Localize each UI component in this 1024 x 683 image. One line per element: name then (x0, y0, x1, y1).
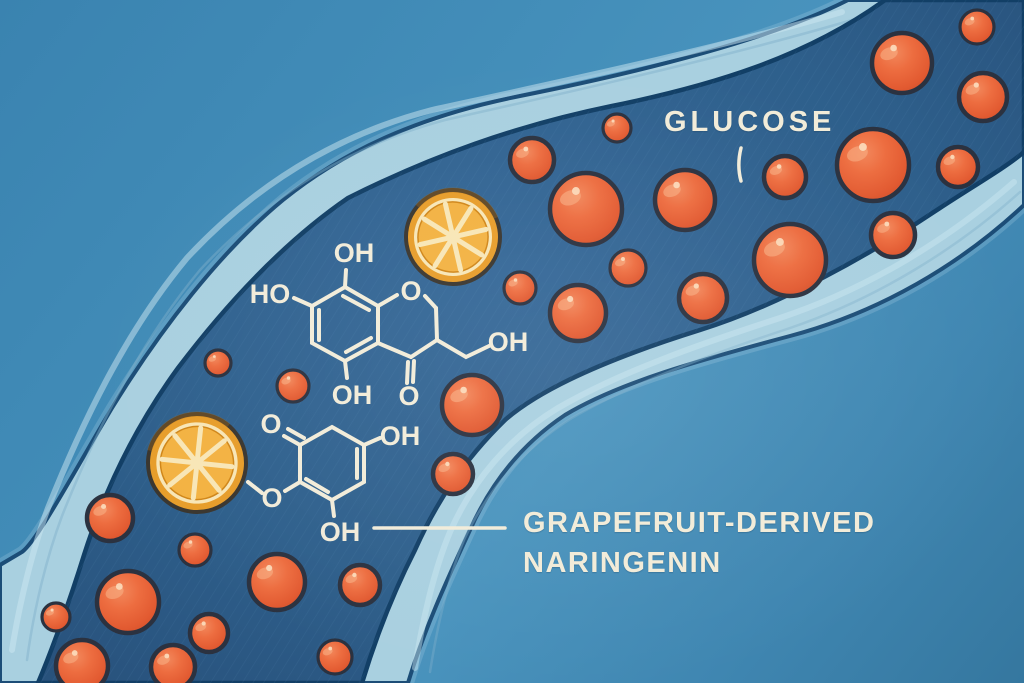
glucose-sphere (203, 348, 233, 378)
glucose-sphere (275, 368, 311, 404)
glucose-sphere (601, 112, 633, 144)
glucose-sphere (868, 210, 918, 260)
atom-label-oh-top: OH (334, 238, 375, 268)
glucose-sphere (53, 637, 111, 683)
wall-streaks (9, 9, 1022, 674)
glucose-sphere (652, 167, 718, 233)
glucose-sphere (834, 126, 912, 204)
glucose-sphere (246, 551, 308, 613)
glucose-sphere (337, 562, 383, 608)
glucose-sphere (869, 30, 935, 96)
naringenin-label-line2: NARINGENIN (523, 547, 722, 579)
glucose-sphere (177, 532, 213, 568)
glucose-sphere (316, 638, 354, 676)
glucose-sphere (935, 144, 981, 190)
naringenin-label: GRAPEFRUIT-DERIVED NARINGENIN (523, 503, 875, 583)
atom-label-ho-left: HO (250, 279, 291, 309)
glucose-sphere (148, 642, 198, 683)
glucose-sphere (84, 492, 136, 544)
atom-label-o-ring: O (400, 276, 421, 306)
glucose-leader-line (737, 146, 743, 183)
glucose-sphere (761, 153, 809, 201)
dienone-structure: O OH O OH (246, 409, 421, 547)
glucose-sphere (958, 8, 996, 46)
citrus-slices (145, 187, 503, 515)
glucose-sphere (608, 248, 648, 288)
glucose-sphere (547, 170, 625, 248)
atom-label-oh-right2: OH (380, 421, 421, 451)
glucose-sphere (502, 270, 538, 306)
glucose-sphere (507, 135, 557, 185)
atom-label-o-ketone2: O (260, 409, 281, 439)
citrus-slice-icon (145, 411, 249, 515)
dienone-bonds (246, 424, 382, 518)
glucose-sphere (40, 601, 72, 633)
glucose-sphere (439, 372, 505, 438)
naringenin-label-line1: GRAPEFRUIT-DERIVED (523, 507, 876, 539)
glucose-molecules (40, 8, 1010, 683)
glucose-sphere (751, 221, 829, 299)
atom-label-oh-bottom2: OH (320, 517, 361, 547)
atom-label-oh-chain: OH (488, 327, 529, 357)
glucose-sphere (430, 451, 476, 497)
glucose-sphere (676, 271, 730, 325)
atom-label-o-methoxy: O (261, 483, 282, 513)
glucose-sphere (187, 611, 231, 655)
naringenin-bonds (292, 268, 491, 385)
naringenin-structure: OH HO O OH OH O (250, 238, 529, 411)
glucose-sphere (956, 70, 1010, 124)
glucose-label: GLUCOSE (664, 106, 836, 138)
citrus-slice-icon (403, 187, 503, 287)
atom-label-o-ketone: O (398, 381, 419, 411)
glucose-sphere (547, 282, 609, 344)
atom-label-oh-bottom: OH (332, 380, 373, 410)
glucose-sphere (94, 568, 162, 636)
